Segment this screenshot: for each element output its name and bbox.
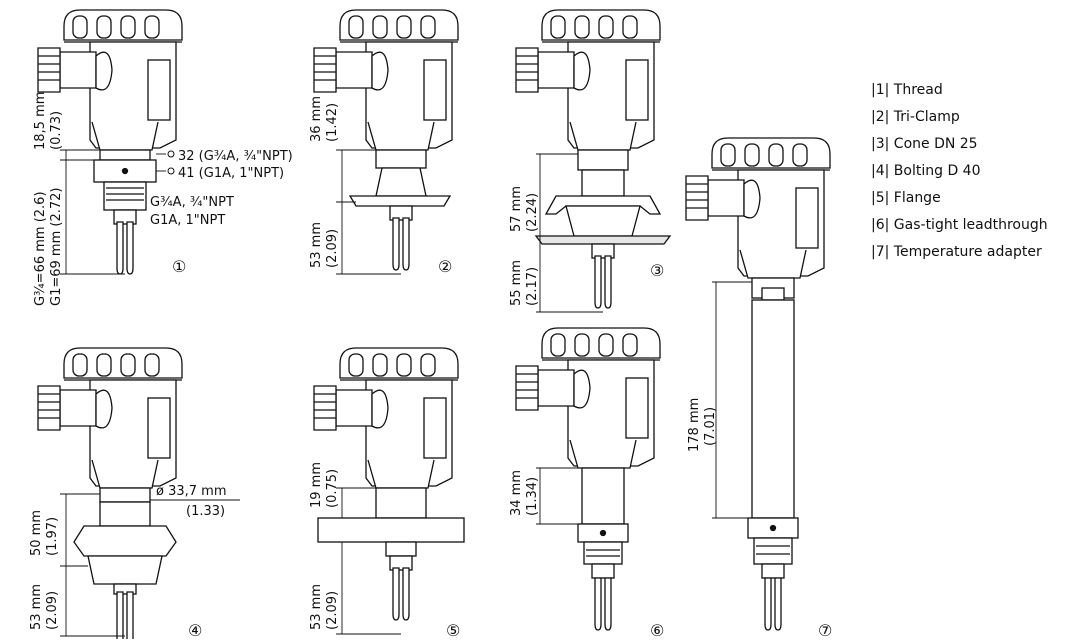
housing-7 (685, 137, 831, 279)
fork-1 (116, 221, 134, 275)
housing-4 (37, 347, 183, 489)
variant-5-body (317, 487, 465, 571)
fork-7 (764, 577, 782, 631)
dim-v1-b-g1: G1=69 mm (2.72) (49, 188, 64, 306)
note-circles (167, 150, 175, 175)
dim-v6-a-in: (1.34) (525, 477, 540, 516)
dim-v6-a-mm: 34 mm (509, 470, 524, 516)
variant-number-1: ① (172, 257, 186, 276)
variant-number-4: ④ (188, 621, 202, 639)
fork-3 (594, 255, 612, 309)
dim-v2-b-in: (2.09) (325, 229, 340, 268)
legend-item-cone: |3| Cone DN 25 (871, 136, 978, 152)
fork-6 (594, 577, 612, 631)
legend-item-temperature-adapter: |7| Temperature adapter (871, 244, 1042, 260)
variant-2-body (348, 149, 452, 221)
variant-number-6: ⑥ (650, 621, 664, 639)
variant-6-body (577, 467, 629, 579)
variant-number-7: ⑦ (818, 621, 832, 639)
variant-1-body (93, 149, 157, 225)
legend-item-gas-tight: |6| Gas-tight leadthrough (871, 217, 1048, 233)
note-v1-thread-g34: G¾A, ¾"NPT (150, 195, 234, 210)
legend-item-bolting: |4| Bolting D 40 (871, 163, 981, 179)
legend-item-thread: |1| Thread (871, 82, 943, 98)
dim-v2-b-mm: 53 mm (309, 222, 324, 268)
variant-number-5: ⑤ (446, 621, 460, 639)
dim-v3-a-mm: 57 mm (509, 186, 524, 232)
dim-v2-a-mm: 36 mm (309, 96, 324, 142)
dim-v3-a-in: (2.24) (525, 193, 540, 232)
fork-2 (392, 217, 410, 271)
housing-3 (515, 9, 661, 151)
dim-v3-b-in: (2.17) (525, 267, 540, 306)
legend-item-tri-clamp: |2| Tri-Clamp (871, 109, 960, 125)
variant-number-2: ② (438, 257, 452, 276)
dim-v4-b-in: (2.09) (45, 591, 60, 630)
fork-5 (392, 567, 410, 621)
dim-v4-a-mm: 50 mm (29, 510, 44, 556)
variant-4-body (73, 487, 177, 595)
legend: |1| Thread |2| Tri-Clamp |3| Cone DN 25 … (871, 80, 1071, 269)
dim-v5-b-in: (2.09) (325, 591, 340, 630)
dim-v4-a-in: (1.97) (45, 517, 60, 556)
note-v1-41: 41 (G1A, 1"NPT) (178, 166, 284, 181)
variant-7-body (747, 277, 799, 579)
dim-v1-a-in: (0.73) (49, 111, 64, 150)
dim-v2-a-in: (1.42) (325, 103, 340, 142)
dim-v5-a-mm: 19 mm (309, 462, 324, 508)
variant-number-3: ③ (650, 261, 664, 280)
dimension-lines (60, 149, 752, 637)
note-v1-thread-g1: G1A, 1"NPT (150, 213, 225, 228)
housing-5 (313, 347, 459, 489)
legend-item-flange: |5| Flange (871, 190, 941, 206)
variant-3-body (534, 149, 672, 259)
dim-v5-a-in: (0.75) (325, 469, 340, 508)
fork-4 (116, 591, 134, 643)
housing-6 (515, 327, 661, 469)
dim-v1-a-mm: 18,5 mm (33, 92, 48, 150)
note-v1-32: 32 (G¾A, ¾"NPT) (178, 149, 293, 164)
dim-v7-a-mm: 178 mm (687, 398, 702, 452)
dim-v4-b-mm: 53 mm (29, 584, 44, 630)
dim-v3-b-mm: 55 mm (509, 260, 524, 306)
note-v4-diameter: ø 33,7 mm (156, 484, 227, 499)
dim-v5-b-mm: 53 mm (309, 584, 324, 630)
note-v4-diameter-in: (1.33) (186, 504, 225, 519)
dim-v7-a-in: (7.01) (703, 407, 718, 446)
dim-v1-b-g34: G¾=66 mm (2.6) (33, 191, 48, 306)
